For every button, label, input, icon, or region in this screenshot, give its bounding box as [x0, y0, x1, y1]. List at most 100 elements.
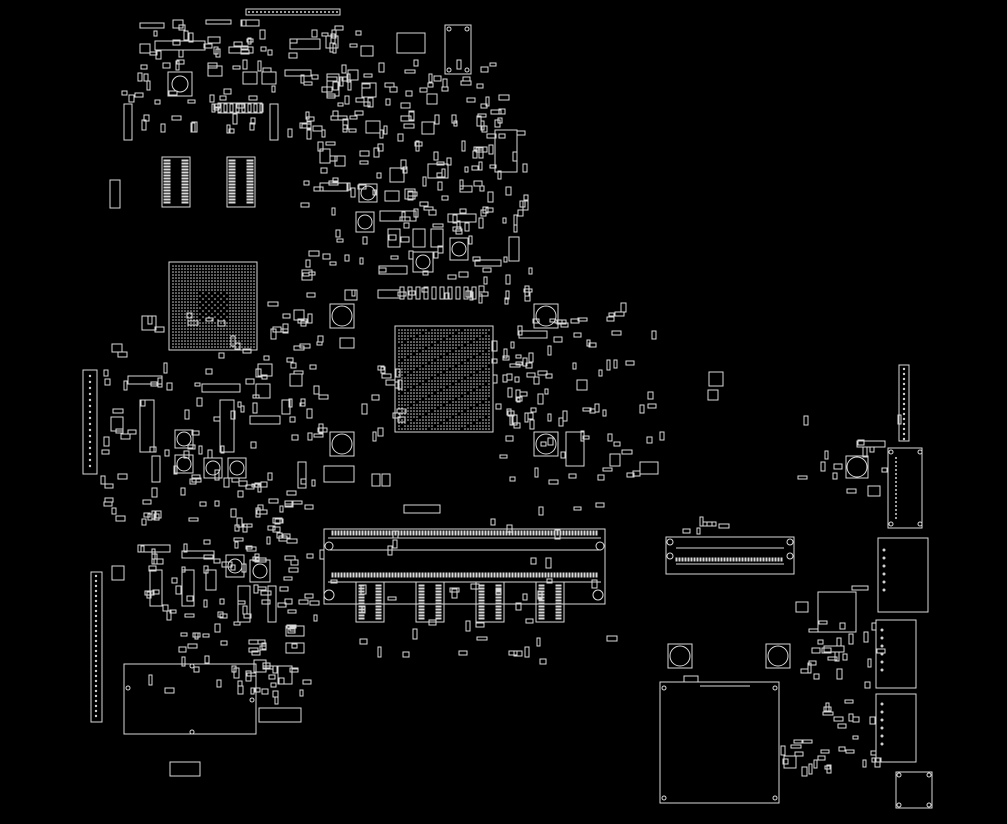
- bga-ball: [422, 401, 424, 403]
- bga-ball: [422, 350, 424, 352]
- slot-pin: [586, 530, 589, 536]
- bga-ball: [425, 371, 427, 373]
- passive-component: [478, 217, 484, 229]
- bga-ball: [247, 307, 249, 309]
- passive-component: [134, 92, 144, 98]
- bga-ball: [250, 310, 252, 312]
- passive-component: [498, 94, 510, 101]
- bga-ball: [464, 422, 466, 424]
- passive-component: [545, 373, 553, 379]
- chip-pin: [538, 611, 545, 614]
- bga-ball: [229, 301, 231, 303]
- passive-component: [280, 328, 289, 333]
- passive-component: [283, 576, 293, 581]
- bga-ball: [413, 371, 415, 373]
- passive-component: [349, 43, 358, 48]
- bga-ball: [446, 377, 448, 379]
- center-parts: [323, 303, 724, 514]
- connector-pin: [252, 11, 254, 13]
- bga-ball: [458, 332, 460, 334]
- bga-ball: [452, 344, 454, 346]
- bga-ball: [202, 298, 204, 300]
- bga-ball: [440, 362, 442, 364]
- bga-ball: [425, 353, 427, 355]
- slot-pin: [541, 530, 544, 536]
- bga-ball: [458, 365, 460, 367]
- bga-ball: [190, 337, 192, 339]
- bga-ball: [244, 340, 246, 342]
- slot-pin: [373, 530, 376, 536]
- bga-ball: [220, 280, 222, 282]
- bga-ball: [187, 316, 189, 318]
- bga-ball: [488, 344, 490, 346]
- bga-ball: [187, 319, 189, 321]
- passive-component: [392, 530, 399, 539]
- bga-ball: [407, 398, 409, 400]
- bga-ball: [479, 395, 481, 397]
- slot-pin: [577, 572, 580, 578]
- bga-ball: [217, 265, 219, 267]
- bga-ball: [172, 325, 174, 327]
- bga-ball: [461, 380, 463, 382]
- bga-ball: [214, 328, 216, 330]
- bga-ball: [440, 386, 442, 388]
- chip-pin: [228, 201, 236, 204]
- bga-ball: [175, 280, 177, 282]
- passive-component: [184, 613, 195, 618]
- bga-ball: [181, 283, 183, 285]
- passive-component: [173, 465, 178, 475]
- chip-pin: [435, 614, 442, 617]
- chip-pin: [375, 599, 382, 602]
- bga-ball: [223, 307, 225, 309]
- bga-ball: [419, 389, 421, 391]
- bga-ball: [181, 277, 183, 279]
- bga-ball: [184, 310, 186, 312]
- passive-component: [175, 585, 182, 595]
- bga-ball: [440, 347, 442, 349]
- passive-component: [515, 602, 522, 611]
- passive-component: [462, 76, 471, 82]
- slot-pin: [538, 530, 541, 536]
- bga-ball: [404, 404, 406, 406]
- bga-ball: [434, 401, 436, 403]
- bga-ball: [253, 274, 255, 276]
- passive-component: [248, 639, 259, 645]
- bga-ball: [208, 304, 210, 306]
- bga-ball: [404, 389, 406, 391]
- bga-ball: [181, 346, 183, 348]
- slot-pin: [774, 557, 777, 562]
- passive-component: [168, 90, 178, 96]
- passive-component: [827, 656, 838, 661]
- bga-ball: [190, 289, 192, 291]
- bga-ball: [416, 389, 418, 391]
- passive-component: [490, 109, 502, 115]
- passive-component: [230, 508, 237, 518]
- bga-ball: [446, 404, 448, 406]
- passive-component: [363, 101, 371, 107]
- right-cluster: [795, 364, 933, 809]
- bga-ball: [446, 344, 448, 346]
- passive-component: [303, 180, 310, 186]
- bga-ball: [452, 353, 454, 355]
- bga-ball: [187, 265, 189, 267]
- bga-ball: [208, 274, 210, 276]
- bga-ball: [253, 271, 255, 273]
- bga-ball: [232, 286, 234, 288]
- chip-pin: [163, 177, 171, 180]
- bga-ball: [425, 422, 427, 424]
- slot-pin: [771, 557, 774, 562]
- passive-component: [286, 538, 298, 544]
- chip-pin: [181, 168, 189, 171]
- bga-ball: [235, 316, 237, 318]
- slot-pin: [580, 572, 583, 578]
- passive-component: [507, 387, 513, 398]
- connector-pin: [94, 599, 98, 603]
- bga-ball: [485, 392, 487, 394]
- bga-ball: [220, 298, 222, 300]
- bga-ball: [404, 422, 406, 424]
- bga-ball: [467, 338, 469, 340]
- passive-component: [537, 590, 543, 600]
- bga-ball: [452, 365, 454, 367]
- chip-pin: [478, 596, 485, 599]
